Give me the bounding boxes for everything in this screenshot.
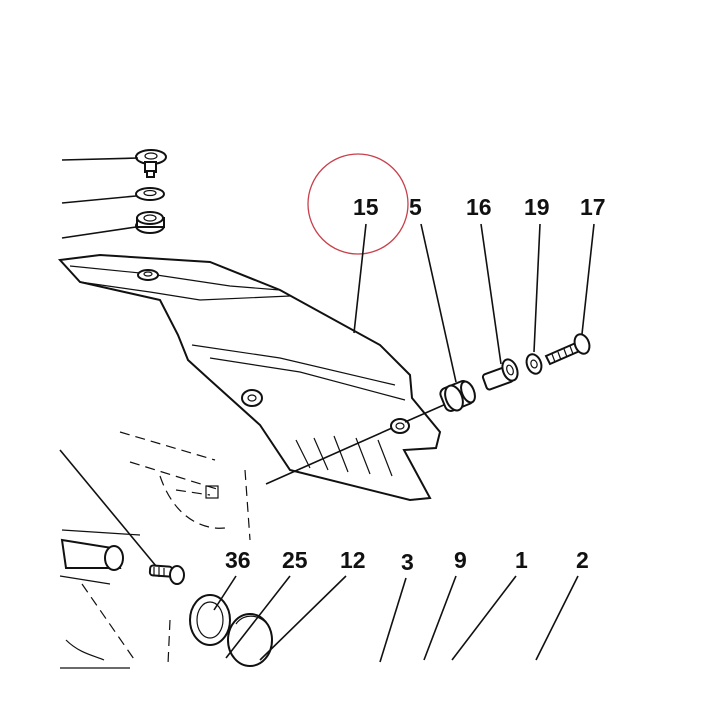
frame-outline: [159, 475, 226, 529]
mounting-axis-line: [404, 403, 447, 423]
callout-3: 3: [401, 549, 414, 575]
leader-line-19: [533, 223, 541, 353]
gasket-25-part: [227, 613, 273, 667]
leader-line-5: [420, 223, 457, 383]
grommet-part: [135, 211, 165, 234]
bolt-17-part: [544, 333, 591, 366]
callout-36: 36: [225, 547, 251, 573]
frame-outline: [119, 431, 251, 541]
spacer-bushing-part: [481, 358, 519, 391]
leader-line-36: [213, 575, 237, 611]
pipe-part: [60, 538, 124, 571]
callout-5: 5: [409, 194, 422, 220]
leader-line-3: [379, 577, 407, 663]
callout-17: 17: [580, 194, 606, 220]
mounting-axis-line: [265, 427, 393, 485]
cap-screw-part: [135, 149, 167, 178]
callout-1: 1: [515, 547, 528, 573]
callout-9: 9: [454, 547, 467, 573]
leader-line: [61, 195, 137, 204]
leader-line-15: [353, 223, 367, 334]
bracket-part: [205, 485, 219, 499]
leader-line: [59, 449, 157, 567]
leader-line-25: [225, 575, 291, 659]
heat-shield-part: [57, 253, 442, 502]
callout-2: 2: [576, 547, 589, 573]
leader-line-12: [259, 575, 347, 661]
sealing-ring-36-part: [189, 594, 231, 646]
leader-line: [61, 157, 139, 161]
washer-part: [135, 187, 165, 201]
frame-outline: [81, 583, 171, 665]
leader-line: [61, 226, 137, 239]
exhaust-outline: [60, 639, 130, 669]
frame-outline: [59, 529, 141, 585]
callout-19: 19: [524, 194, 550, 220]
callout-25: 25: [282, 547, 308, 573]
rubber-mount-part: [439, 380, 476, 412]
highlight-circle: [307, 153, 409, 255]
callout-12: 12: [340, 547, 366, 573]
leader-line-9: [423, 575, 457, 661]
leader-line-1: [451, 575, 517, 661]
leader-line-16: [480, 223, 502, 365]
leader-line-2: [535, 575, 579, 661]
callout-15: 15: [353, 194, 379, 220]
callout-16: 16: [466, 194, 492, 220]
screw-part: [148, 564, 185, 585]
leader-line-17: [581, 223, 595, 335]
washer-19-part: [525, 353, 543, 375]
